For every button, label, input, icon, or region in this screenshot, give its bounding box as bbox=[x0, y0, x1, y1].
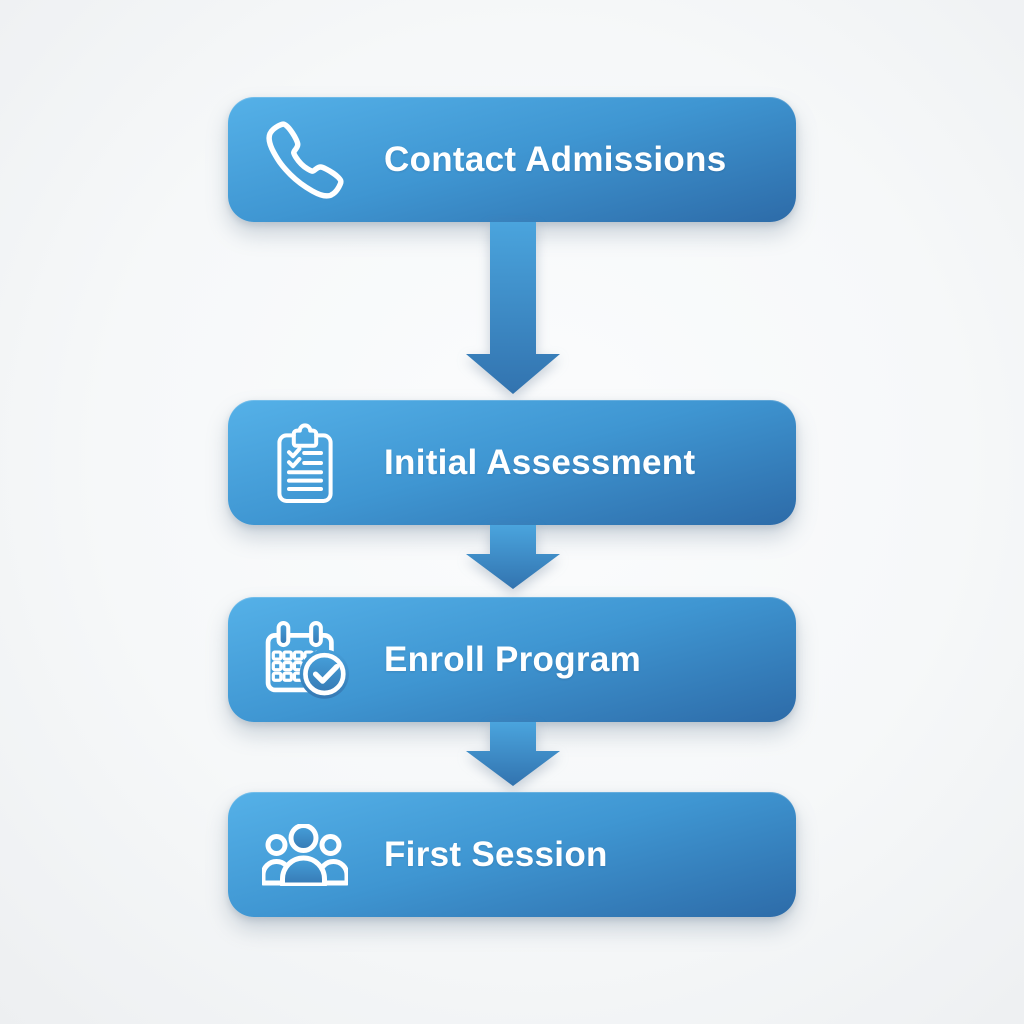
arrow-down-icon bbox=[466, 722, 560, 786]
people-group-icon bbox=[256, 800, 354, 910]
step-label: Initial Assessment bbox=[384, 442, 696, 482]
step-label: Enroll Program bbox=[384, 639, 642, 679]
arrow-down-icon bbox=[466, 525, 560, 589]
phone-icon bbox=[256, 105, 354, 215]
clipboard-checklist-icon bbox=[256, 408, 354, 518]
step-label: Contact Admissions bbox=[384, 139, 727, 179]
step-initial-assessment: Initial Assessment bbox=[228, 400, 796, 525]
step-enroll-program: Enroll Program bbox=[228, 597, 796, 722]
step-first-session: First Session bbox=[228, 792, 796, 917]
calendar-check-icon bbox=[256, 605, 354, 715]
step-label: First Session bbox=[384, 834, 608, 874]
arrow-down-icon bbox=[466, 222, 560, 394]
step-contact-admissions: Contact Admissions bbox=[228, 97, 796, 222]
